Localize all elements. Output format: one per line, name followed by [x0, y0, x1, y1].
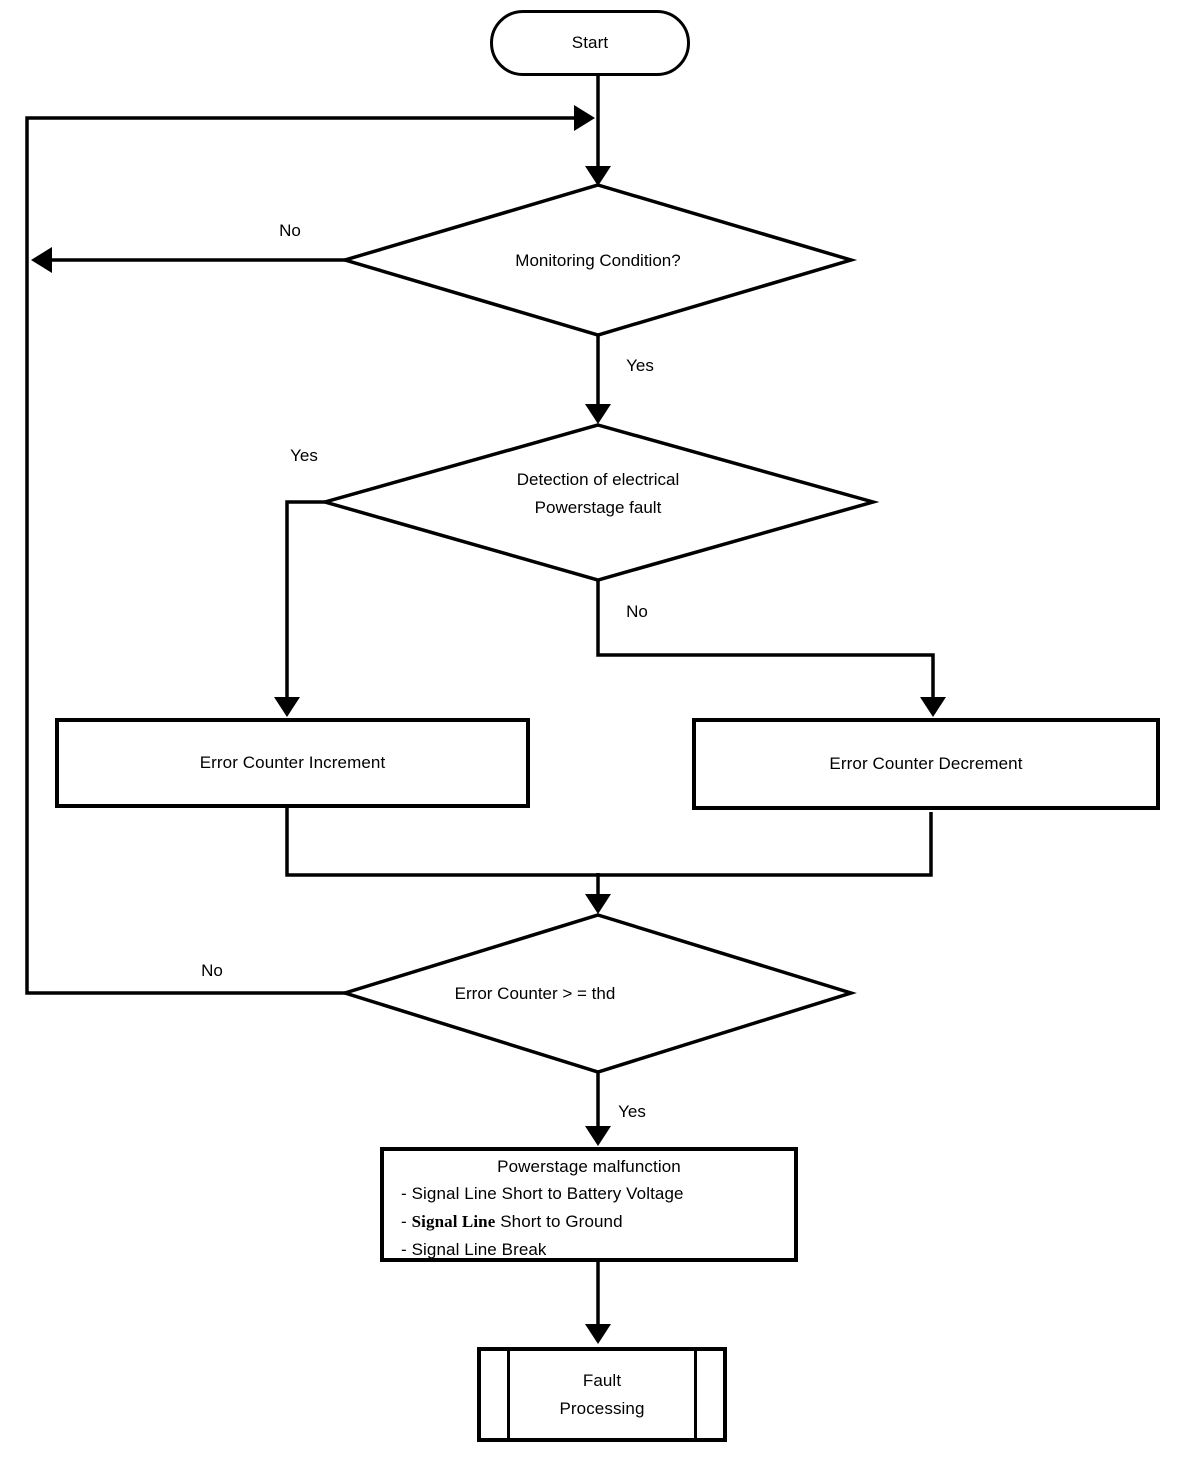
detection-decision-diamond: [318, 423, 880, 582]
edge-label-detection-no: No: [626, 602, 648, 621]
malfunction-item-ground: - Signal Line Short to Ground: [384, 1208, 794, 1236]
error-counter-decrement-label: Error Counter Decrement: [829, 754, 1023, 773]
fault-processing-box: Fault Processing: [477, 1347, 727, 1442]
edge-label-monitoring-yes: Yes: [626, 356, 654, 375]
detection-decision-label: Detection of electrical Powerstage fault: [517, 466, 680, 522]
arrowhead-loop-into-start-line: [574, 105, 595, 131]
fault-processing-line2: Processing: [559, 1398, 645, 1418]
arrowhead-into-detection: [585, 404, 611, 424]
detection-decision-line1: Detection of electrical: [516, 470, 680, 489]
arrowhead-into-malfunction: [585, 1126, 611, 1146]
detection-yes-connector: [285, 500, 325, 698]
malfunction-item-break-text: - Signal Line Break: [401, 1240, 547, 1259]
edge-label-threshold-yes: Yes: [618, 1102, 646, 1121]
powerstage-malfunction-title: Powerstage malfunction: [497, 1157, 681, 1176]
fault-processing-line1: Fault: [582, 1370, 622, 1390]
arrowhead-monitoring-no: [31, 247, 52, 273]
monitoring-decision-diamond: [338, 183, 858, 337]
error-counter-decrement-box: Error Counter Decrement: [692, 718, 1160, 810]
detection-no-connector: [596, 580, 935, 698]
predefined-left-bar: [507, 1351, 510, 1438]
detection-decision-line2: Powerstage fault: [534, 498, 662, 517]
error-counter-increment-box: Error Counter Increment: [55, 718, 530, 808]
malfunction-item-break: - Signal Line Break: [384, 1236, 794, 1264]
threshold-decision-diamond: [339, 913, 857, 1074]
malfunction-item-battery-text: - Signal Line Short to Battery Voltage: [401, 1184, 684, 1203]
edge-label-monitoring-no: No: [279, 221, 301, 240]
malfunction-item-ground-em: Signal Line: [411, 1212, 496, 1231]
arrowhead-into-increment: [274, 697, 300, 717]
arrowhead-into-fault: [585, 1324, 611, 1344]
arrowhead-into-threshold: [585, 894, 611, 914]
threshold-decision-label: Error Counter > = thd: [454, 984, 616, 1003]
start-node: Start: [490, 10, 690, 76]
start-label: Start: [571, 33, 609, 52]
join-connector: [285, 808, 933, 877]
malfunction-item-battery: - Signal Line Short to Battery Voltage: [384, 1180, 794, 1208]
fault-processing-label: Fault Processing: [559, 1367, 644, 1423]
powerstage-malfunction-box: Powerstage malfunction - Signal Line Sho…: [380, 1147, 798, 1262]
edge-label-threshold-no: No: [201, 961, 223, 980]
loop-connector: [25, 116, 576, 995]
predefined-right-bar: [694, 1351, 697, 1438]
malfunction-item-ground-rest: Short to Ground: [495, 1212, 623, 1231]
error-counter-increment-label: Error Counter Increment: [199, 753, 386, 772]
edge-label-detection-yes: Yes: [290, 446, 318, 465]
malfunction-item-ground-text: -: [401, 1212, 412, 1231]
arrowhead-into-monitoring: [585, 166, 611, 186]
arrowhead-into-decrement: [920, 697, 946, 717]
monitoring-decision-label: Monitoring Condition?: [515, 251, 681, 270]
